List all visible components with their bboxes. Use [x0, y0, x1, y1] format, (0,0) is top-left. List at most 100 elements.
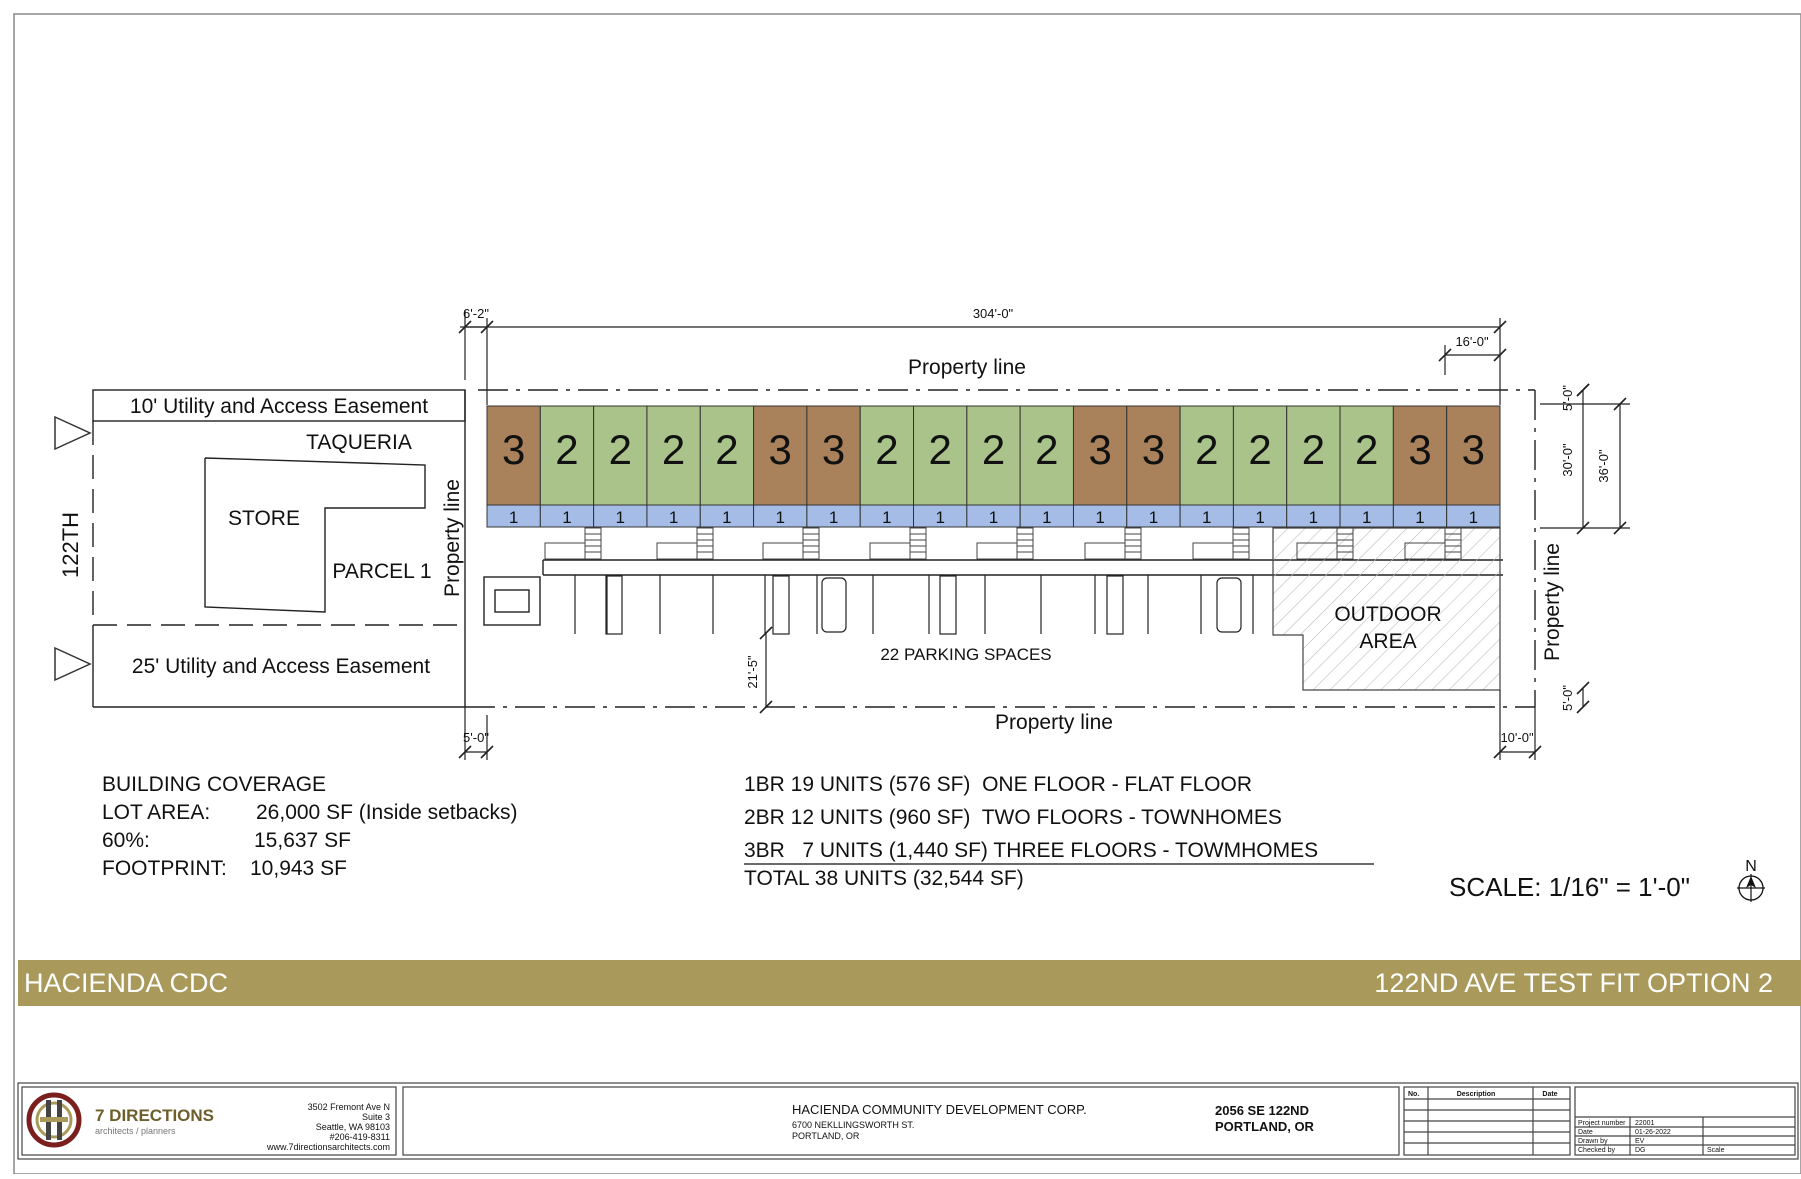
- unit-lower-label-2: 1: [562, 508, 571, 527]
- property-line-top-label: Property line: [908, 356, 1026, 379]
- revision-header-date: Date: [1542, 1091, 1557, 1098]
- stair-run: [696, 527, 714, 560]
- stair-run: [1016, 527, 1034, 560]
- easement-bottom-label: 25' Utility and Access Easement: [132, 655, 430, 678]
- unit-upper-19: [1446, 405, 1501, 506]
- stair-run: [1444, 527, 1462, 560]
- unit-lower-label-18: 1: [1415, 508, 1424, 527]
- unit-mix-row-2br: 2BR 12 UNITS (960 SF) TWO FLOORS - TOWNH…: [744, 806, 1282, 829]
- parking-island: [1106, 575, 1124, 635]
- banner-client: HACIENDA CDC: [24, 968, 229, 998]
- dim-drive-aisle: 21'-5": [745, 655, 760, 689]
- parking-island: [605, 575, 623, 635]
- unit-upper-9: [913, 405, 968, 506]
- dim-top-setback: 5'-0": [1560, 385, 1575, 411]
- stair-landing: [656, 542, 698, 560]
- outdoor-area: [1272, 527, 1501, 691]
- stair-run: [1232, 527, 1250, 560]
- unit-upper-label-10: 2: [982, 426, 1005, 473]
- stair-run: [1124, 527, 1142, 560]
- unit-lower-label-12: 1: [1095, 508, 1104, 527]
- unit-upper-18: [1392, 405, 1448, 506]
- parking-label: 22 PARKING SPACES: [880, 645, 1051, 664]
- unit-lower-19: [1446, 504, 1501, 528]
- coverage-footprint-label: FOOTPRINT:: [102, 857, 227, 880]
- firm-name: 7 DIRECTIONS: [95, 1106, 214, 1125]
- stair-landing: [869, 542, 911, 560]
- client-address-1: 6700 NEKLLINGSWORTH ST.: [792, 1120, 914, 1130]
- north-label: N: [1745, 858, 1757, 875]
- scale-note: SCALE: 1/16" = 1'-0": [1449, 872, 1690, 902]
- unit-upper-3: [593, 405, 648, 506]
- easement-top-label: 10' Utility and Access Easement: [130, 395, 428, 418]
- firm-phone: #206-419-8311: [330, 1132, 390, 1142]
- coverage-footprint-value: 10,943 SF: [250, 857, 347, 880]
- coverage-title: BUILDING COVERAGE: [102, 773, 326, 796]
- unit-lower-label-10: 1: [989, 508, 998, 527]
- info-project-number-value: 22001: [1635, 1120, 1655, 1127]
- unit-upper-label-19: 3: [1462, 426, 1485, 473]
- stairs: [544, 527, 1462, 560]
- title-block: [17, 1082, 1799, 1160]
- unit-lower-label-9: 1: [935, 508, 944, 527]
- unit-lower-label-16: 1: [1309, 508, 1318, 527]
- info-scale-label: Scale: [1707, 1147, 1725, 1154]
- client-name: HACIENDA COMMUNITY DEVELOPMENT CORP.: [792, 1102, 1087, 1117]
- coverage-lot-label: LOT AREA:: [102, 801, 210, 824]
- taqueria-label: TAQUERIA: [306, 431, 412, 454]
- banner-sheet-title: 122ND AVE TEST FIT OPTION 2: [1374, 968, 1773, 998]
- unit-upper-16: [1286, 405, 1341, 506]
- dim-bottom-right-vertical: 5'-0": [1560, 685, 1575, 711]
- unit-lower-label-5: 1: [722, 508, 731, 527]
- unit-upper-17: [1339, 405, 1394, 506]
- car-icon: [1216, 577, 1242, 633]
- revision-header-description: Description: [1457, 1091, 1496, 1098]
- unit-lower-label-3: 1: [616, 508, 625, 527]
- unit-lower-label-6: 1: [776, 508, 785, 527]
- dim-overall-length: 304'-0": [973, 306, 1014, 321]
- stair-landing: [762, 542, 804, 560]
- unit-lower-label-13: 1: [1149, 508, 1158, 527]
- street-arrow-bottom: [54, 646, 92, 682]
- north-arrow-icon: [1737, 874, 1765, 902]
- firm-address-1: 3502 Fremont Ave N: [308, 1102, 390, 1112]
- trash-enclosure: [483, 576, 541, 626]
- store-label: STORE: [228, 507, 300, 530]
- firm-address-2: Suite 3: [362, 1112, 390, 1122]
- unit-lower-label-1: 1: [509, 508, 518, 527]
- unit-upper-4: [646, 405, 701, 506]
- unit-upper-label-3: 2: [609, 426, 632, 473]
- unit-mix-total: TOTAL 38 UNITS (32,544 SF): [744, 867, 1024, 890]
- unit-upper-label-18: 3: [1408, 426, 1431, 473]
- unit-upper-label-13: 3: [1142, 426, 1165, 473]
- property-line-right-label: Property line: [1541, 543, 1564, 661]
- unit-lower-label-19: 1: [1469, 508, 1478, 527]
- info-checked-by-label: Checked by: [1578, 1147, 1615, 1154]
- client-address-2: PORTLAND, OR: [792, 1131, 860, 1141]
- unit-upper-label-1: 3: [502, 426, 525, 473]
- outdoor-label-line1: OUTDOOR: [1334, 603, 1441, 626]
- unit-upper-13: [1126, 405, 1181, 506]
- parking-stalls: [574, 575, 1254, 635]
- unit-lower-label-8: 1: [882, 508, 891, 527]
- unit-lower-label-17: 1: [1362, 508, 1371, 527]
- store-building: [204, 457, 426, 613]
- stair-landing: [544, 542, 586, 560]
- unit-upper-11: [1019, 405, 1074, 506]
- unit-upper-label-14: 2: [1195, 426, 1218, 473]
- stair-landing: [1084, 542, 1126, 560]
- unit-upper-10: [966, 405, 1021, 506]
- unit-upper-label-9: 2: [929, 426, 952, 473]
- dim-bottom-left: 5'-0": [463, 730, 489, 745]
- parking-island: [772, 575, 790, 635]
- revision-header-no: No.: [1408, 1091, 1419, 1098]
- firm-address-3: Seattle, WA 98103: [316, 1122, 390, 1132]
- project-address-1: 2056 SE 122ND: [1215, 1103, 1309, 1118]
- property-line-bottom-label: Property line: [995, 711, 1113, 734]
- dim-bottom-right: 10'-0": [1500, 730, 1534, 745]
- unit-upper-label-12: 3: [1088, 426, 1111, 473]
- dim-right-setback: 16'-0": [1455, 334, 1489, 349]
- stair-run: [1336, 527, 1354, 560]
- unit-lower-label-4: 1: [669, 508, 678, 527]
